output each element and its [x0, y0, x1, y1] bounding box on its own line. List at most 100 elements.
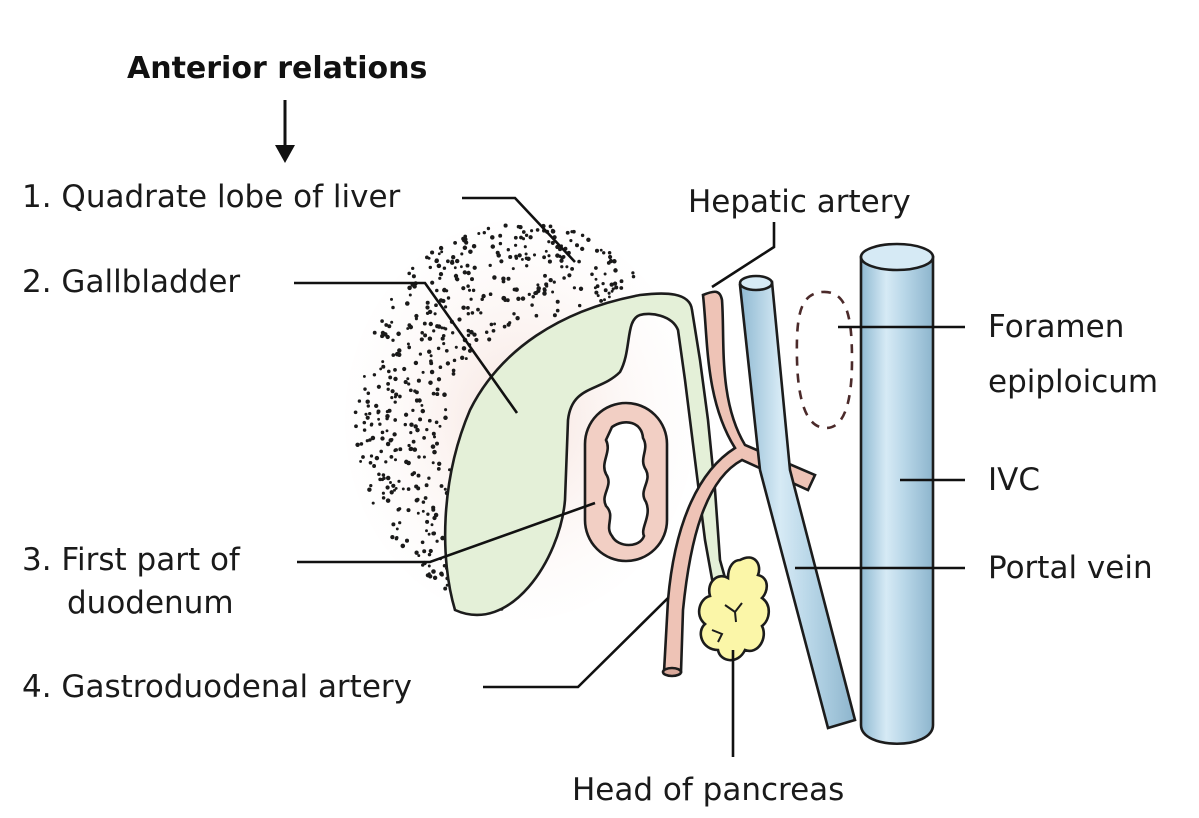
stipple-dot [481, 293, 486, 299]
stipple-dot [435, 539, 439, 543]
stipple-dot [393, 458, 398, 462]
stipple-dot [444, 408, 448, 412]
stipple-dot [594, 277, 598, 281]
stipple-dot [614, 285, 619, 290]
stipple-dot [491, 328, 496, 333]
stipple-dot [451, 255, 456, 260]
stipple-dot [502, 324, 507, 329]
stipple-dot [506, 322, 511, 327]
stipple-dot [406, 327, 410, 330]
stipple-dot [530, 229, 534, 233]
stipple-dot [368, 411, 372, 416]
stipple-dot [427, 476, 431, 480]
stipple-dot [368, 438, 372, 442]
stipple-dot [524, 256, 529, 261]
stipple-dot [603, 272, 607, 276]
stipple-dot [506, 276, 511, 281]
stipple-dot [469, 329, 474, 335]
stipple-dot [431, 431, 436, 436]
stipple-dot [534, 313, 539, 318]
stipple-dot [551, 290, 555, 294]
stipple-dot [427, 564, 431, 568]
stipple-dot [515, 316, 520, 321]
stipple-dot [501, 276, 506, 281]
stipple-dot [427, 532, 431, 536]
leader-hepatic-artery [711, 222, 776, 289]
stipple-dot [560, 265, 564, 269]
stipple-dot [364, 412, 368, 416]
stipple-dot [393, 400, 397, 404]
stipple-dot [425, 255, 429, 260]
label-foramen-line2: epiploicum [988, 364, 1158, 400]
stipple-dot [619, 279, 624, 284]
stipple-dot [431, 391, 436, 396]
stipple-dot [443, 487, 447, 491]
stipple-dot [365, 439, 369, 443]
stipple-dot [380, 436, 385, 441]
stipple-dot [381, 491, 385, 495]
label-gallbladder: 2. Gallbladder [22, 264, 240, 300]
stipple-dot [580, 246, 585, 252]
stipple-dot [389, 455, 394, 459]
stipple-dot [355, 442, 360, 448]
stipple-dot [391, 338, 395, 342]
portal-vein [738, 274, 857, 730]
stipple-dot [619, 286, 624, 290]
stipple-dot [466, 270, 471, 276]
stipple-dot [416, 511, 420, 515]
stipple-dot [385, 441, 391, 447]
stipple-dot [444, 305, 448, 309]
stipple-dot [575, 243, 579, 248]
stipple-dot [404, 538, 410, 543]
stipple-dot [606, 260, 611, 265]
stipple-dot [422, 321, 427, 326]
stipple-dot [427, 349, 432, 354]
stipple-dot [516, 296, 521, 301]
stipple-dot [467, 288, 472, 292]
stipple-dot [423, 496, 428, 500]
stipple-dot [594, 290, 599, 295]
stipple-dot [415, 399, 419, 403]
stipple-dot [488, 292, 493, 297]
stipple-dot [411, 274, 416, 279]
stipple-dot [602, 251, 606, 255]
stipple-dot [411, 408, 415, 413]
stipple-dot [374, 403, 379, 409]
stipple-dot [452, 358, 457, 363]
stipple-dot [498, 241, 503, 246]
stipple-dot [436, 377, 442, 382]
stipple-dot [471, 243, 477, 249]
stipple-dot [393, 488, 396, 492]
stipple-dot [376, 384, 381, 389]
stipple-dot [578, 286, 584, 291]
stipple-dot [426, 512, 430, 516]
stipple-dot [482, 231, 486, 235]
stipple-dot [492, 275, 497, 280]
stipple-dot [406, 508, 411, 513]
stipple-dot [460, 355, 465, 360]
stipple-dot [379, 449, 383, 454]
stipple-dot [590, 272, 594, 277]
stipple-dot [501, 279, 506, 284]
stipple-dot [422, 436, 426, 440]
stipple-dot [555, 253, 560, 258]
stipple-dot [543, 273, 547, 278]
stipple-dot [388, 375, 393, 380]
stipple-dot [417, 455, 421, 459]
stipple-dot [586, 237, 591, 243]
leader-gallbladder [294, 281, 519, 414]
label-head-of-pancreas: Head of pancreas [572, 772, 844, 808]
stipple-dot [501, 295, 507, 301]
stipple-dot [425, 305, 430, 310]
stipple-dot [431, 569, 436, 574]
stipple-dot [411, 266, 415, 271]
stipple-dot [353, 410, 358, 415]
stipple-dot [440, 336, 445, 341]
stipple-dot [532, 253, 537, 257]
stipple-dot [443, 415, 448, 421]
stipple-dot [380, 430, 385, 435]
stipple-dot [374, 455, 380, 461]
stipple-dot [555, 299, 560, 304]
stipple-dot [503, 223, 508, 228]
stipple-dot [379, 367, 383, 371]
